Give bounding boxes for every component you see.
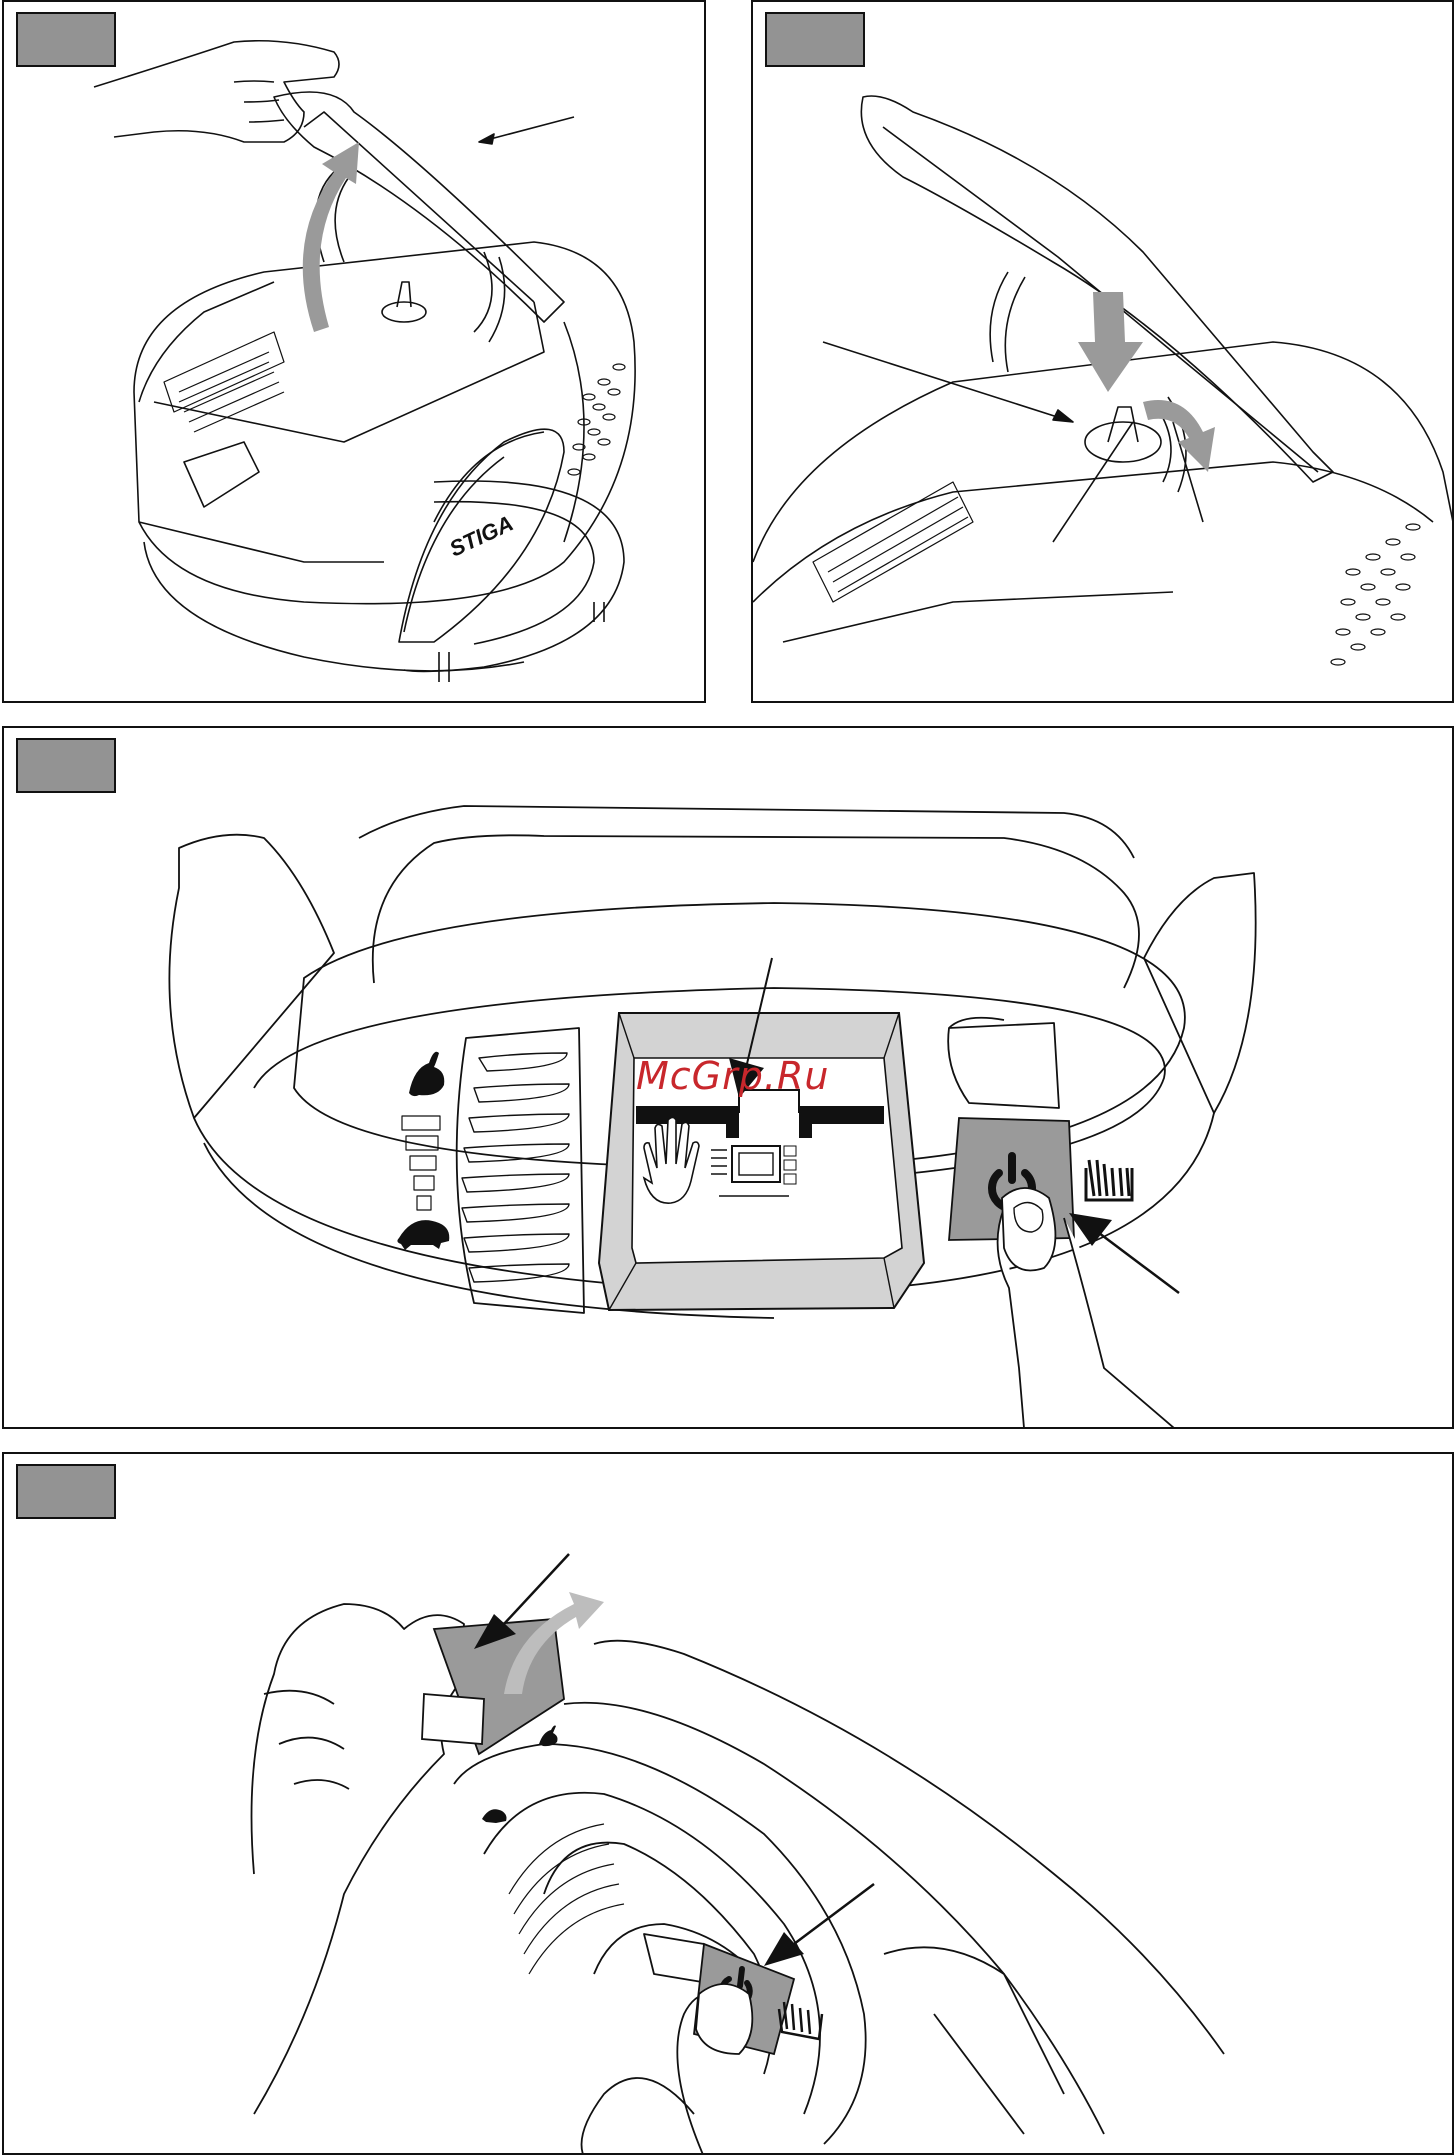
figure-panel-3: McGrp.Ru bbox=[2, 726, 1454, 1429]
arrow-icon bbox=[764, 1932, 804, 1966]
tortoise-icon bbox=[482, 1809, 507, 1823]
press-down-arrow-icon bbox=[1078, 292, 1143, 392]
turn-arrow-icon bbox=[1143, 400, 1215, 472]
hare-icon bbox=[539, 1726, 558, 1747]
lift-arrow-icon bbox=[303, 142, 359, 332]
figure-panel-4 bbox=[2, 1452, 1454, 2155]
hare-icon bbox=[409, 1052, 444, 1096]
stiga-logo: STIGA bbox=[446, 510, 518, 561]
grass-icon bbox=[779, 2002, 822, 2039]
handle-press-illustration bbox=[4, 1454, 1454, 2155]
watermark-text: McGrp.Ru bbox=[636, 1054, 829, 1098]
mower-lid-open-illustration: STIGA bbox=[4, 2, 706, 703]
figure-panel-2 bbox=[751, 0, 1454, 703]
figure-panel-1: STIGA bbox=[2, 0, 706, 703]
grass-icon bbox=[1086, 1160, 1132, 1200]
mower-knob-illustration bbox=[753, 2, 1454, 703]
tortoise-icon bbox=[397, 1220, 449, 1250]
